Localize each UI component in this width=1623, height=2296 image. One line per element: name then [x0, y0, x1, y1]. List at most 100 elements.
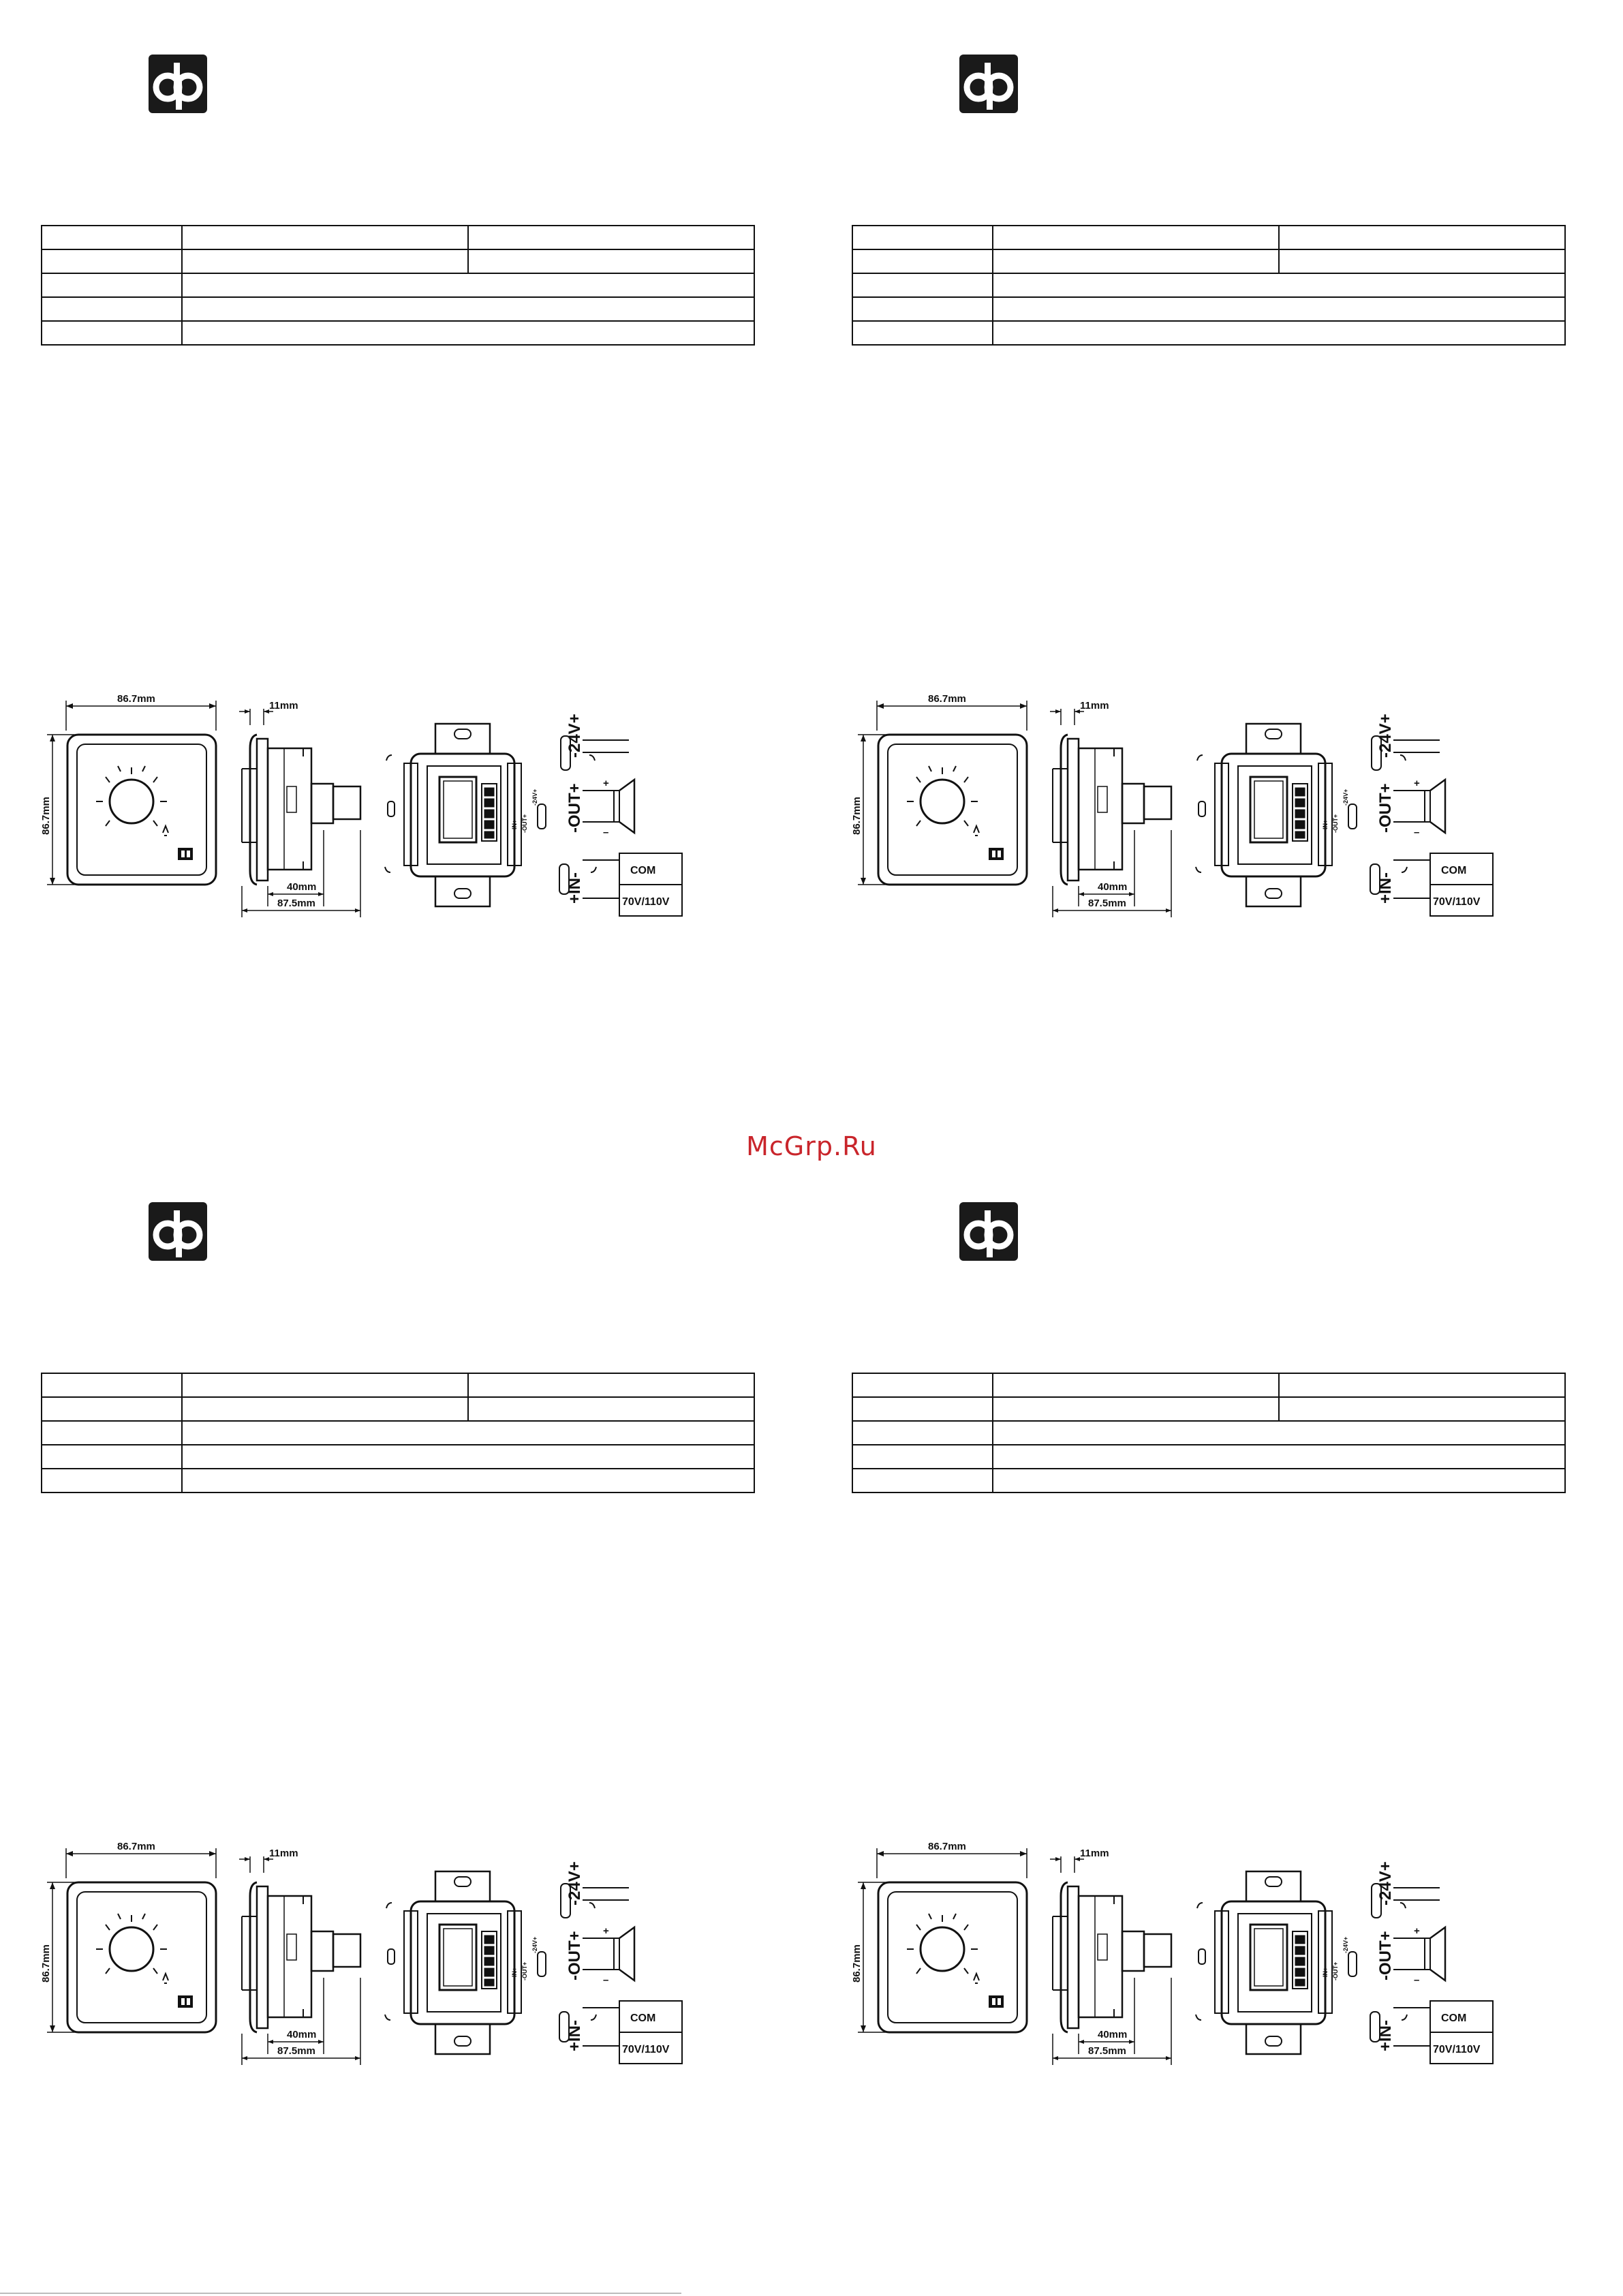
side-view — [1050, 1856, 1173, 2065]
com-label: COM — [1441, 865, 1466, 876]
voltage-label: 70V/110V — [1433, 896, 1481, 908]
table-cell — [992, 320, 1566, 346]
table-cell — [181, 296, 755, 322]
terminal-in-label: +IN- — [1376, 2020, 1395, 2051]
table-row — [852, 1396, 1566, 1422]
svg-text:-24V+: -24V+ — [1342, 789, 1349, 806]
table-row — [41, 1420, 755, 1445]
watermark: McGrp.Ru — [746, 1131, 877, 1161]
table-row — [41, 1468, 755, 1493]
front-height-label: 86.7mm — [40, 1944, 52, 1983]
voltage-label: 70V/110V — [1433, 2044, 1481, 2055]
speaker-plus-label: + — [1414, 1925, 1420, 1937]
table-row — [852, 296, 1566, 322]
spec-table — [852, 225, 1566, 346]
front-view — [47, 701, 217, 886]
side-inner-label: 40mm — [287, 2029, 316, 2040]
wiring-chip-labels: -IN+ -OUT+ -24V+ — [1322, 789, 1349, 833]
table-cell — [41, 249, 183, 274]
table-row — [41, 225, 755, 250]
front-width-label: 86.7mm — [928, 1841, 966, 1852]
spec-table — [852, 1373, 1566, 1493]
table-cell — [852, 320, 993, 346]
speaker-plus-label: + — [603, 1925, 609, 1937]
side-total-label: 87.5mm — [277, 2045, 315, 2057]
table-cell — [41, 1444, 183, 1469]
svg-text:-24V+: -24V+ — [531, 789, 538, 806]
table-row — [41, 1444, 755, 1469]
side-view — [239, 709, 362, 917]
table-cell — [41, 1420, 183, 1445]
table-cell — [852, 296, 993, 322]
front-view — [47, 1848, 217, 2034]
side-inner-label: 40mm — [1098, 2029, 1127, 2040]
wiring-view — [384, 722, 683, 917]
front-height-label: 86.7mm — [851, 1944, 863, 1983]
side-depth-label: 11mm — [1080, 1848, 1109, 1859]
table-cell — [467, 249, 755, 274]
table-cell — [181, 1468, 755, 1493]
table-cell — [1278, 1373, 1566, 1398]
table-cell — [181, 1444, 755, 1469]
terminal-power-label: -24V+ — [566, 1861, 584, 1905]
table-row — [852, 1420, 1566, 1445]
table-cell — [992, 225, 1280, 250]
side-inner-label: 40mm — [1098, 881, 1127, 893]
table-cell — [41, 1396, 183, 1422]
installation-diagram: 86.7mm 86.7mm — [851, 693, 1494, 917]
wiring-view — [1195, 1870, 1494, 2064]
svg-text:-IN+: -IN+ — [511, 1968, 518, 1979]
table-cell — [852, 1444, 993, 1469]
com-label: COM — [630, 865, 655, 876]
wiring-chip-labels: -IN+ -OUT+ -24V+ — [511, 1937, 538, 1980]
table-cell — [41, 273, 183, 298]
table-cell — [852, 225, 993, 250]
front-height-label: 86.7mm — [851, 797, 863, 835]
terminal-in-label: +IN- — [566, 872, 584, 904]
table-cell — [852, 1396, 993, 1422]
speaker-minus-label: – — [1414, 827, 1419, 838]
table-cell — [41, 320, 183, 346]
front-height-label: 86.7mm — [40, 797, 52, 835]
table-cell — [181, 320, 755, 346]
table-cell — [41, 296, 183, 322]
spec-table — [41, 225, 755, 346]
installation-diagram: 86.7mm 86.7mm — [40, 1841, 683, 2065]
table-cell — [1278, 249, 1566, 274]
table-cell — [41, 225, 183, 250]
brand-logo — [149, 55, 207, 113]
table-row — [852, 1444, 1566, 1469]
front-width-label: 86.7mm — [928, 693, 966, 705]
brand-logo — [959, 1202, 1018, 1261]
table-row — [852, 320, 1566, 346]
installation-diagram: 86.7mm 86.7mm — [851, 1841, 1494, 2065]
front-width-label: 86.7mm — [117, 693, 155, 705]
table-row — [41, 273, 755, 298]
table-cell — [467, 1373, 755, 1398]
svg-text:-24V+: -24V+ — [1342, 1937, 1349, 1953]
com-label: COM — [1441, 2012, 1466, 2024]
table-row — [41, 320, 755, 346]
bottom-rule — [0, 2293, 681, 2294]
wiring-chip-labels: -IN+ -OUT+ -24V+ — [511, 789, 538, 833]
table-cell — [852, 249, 993, 274]
svg-text:-OUT+: -OUT+ — [521, 1962, 528, 1980]
side-depth-label: 11mm — [269, 700, 298, 711]
table-row — [852, 273, 1566, 298]
svg-text:-OUT+: -OUT+ — [1332, 814, 1339, 833]
terminal-out-label: -OUT+ — [1376, 1931, 1395, 1980]
svg-text:-OUT+: -OUT+ — [1332, 1962, 1339, 1980]
table-cell — [992, 273, 1566, 298]
table-cell — [852, 1373, 993, 1398]
table-row — [41, 296, 755, 322]
table-row — [41, 249, 755, 274]
svg-text:-IN+: -IN+ — [1322, 820, 1329, 831]
table-cell — [467, 1396, 755, 1422]
brand-logo — [959, 55, 1018, 113]
table-row — [41, 1396, 755, 1422]
side-total-label: 87.5mm — [277, 898, 315, 909]
wiring-chip-labels: -IN+ -OUT+ -24V+ — [1322, 1937, 1349, 1980]
side-view — [1050, 709, 1173, 917]
side-total-label: 87.5mm — [1088, 898, 1126, 909]
svg-text:-IN+: -IN+ — [511, 820, 518, 831]
